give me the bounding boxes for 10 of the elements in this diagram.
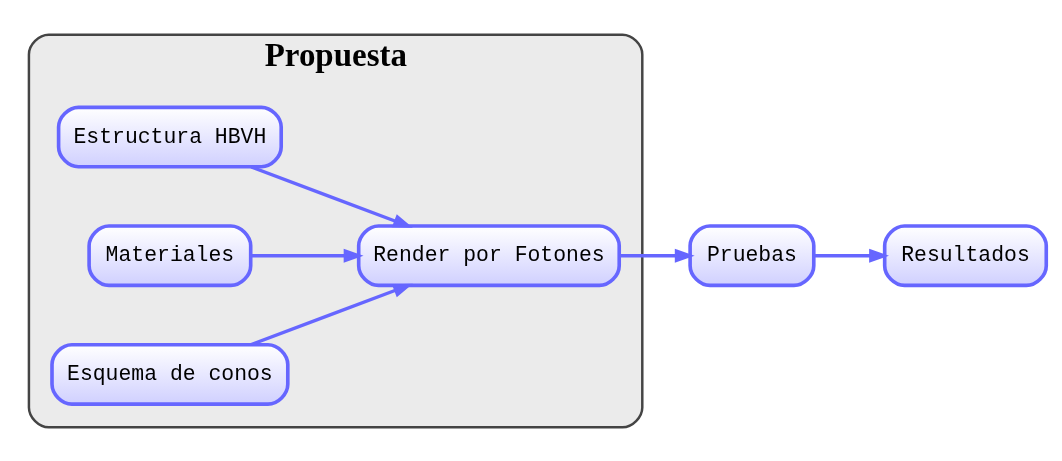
- node-box: Materiales: [87, 223, 253, 287]
- node-box: Esquema de conos: [50, 342, 290, 406]
- node-box: Pruebas: [688, 223, 816, 287]
- arrow: [813, 248, 889, 263]
- node-box: Resultados: [882, 223, 1049, 287]
- arrow: [251, 248, 364, 263]
- arrow: [250, 283, 413, 346]
- node-box: Render por Fotones: [356, 223, 622, 287]
- arrow: [619, 248, 695, 263]
- node-box: Estructura HBVH: [56, 105, 283, 168]
